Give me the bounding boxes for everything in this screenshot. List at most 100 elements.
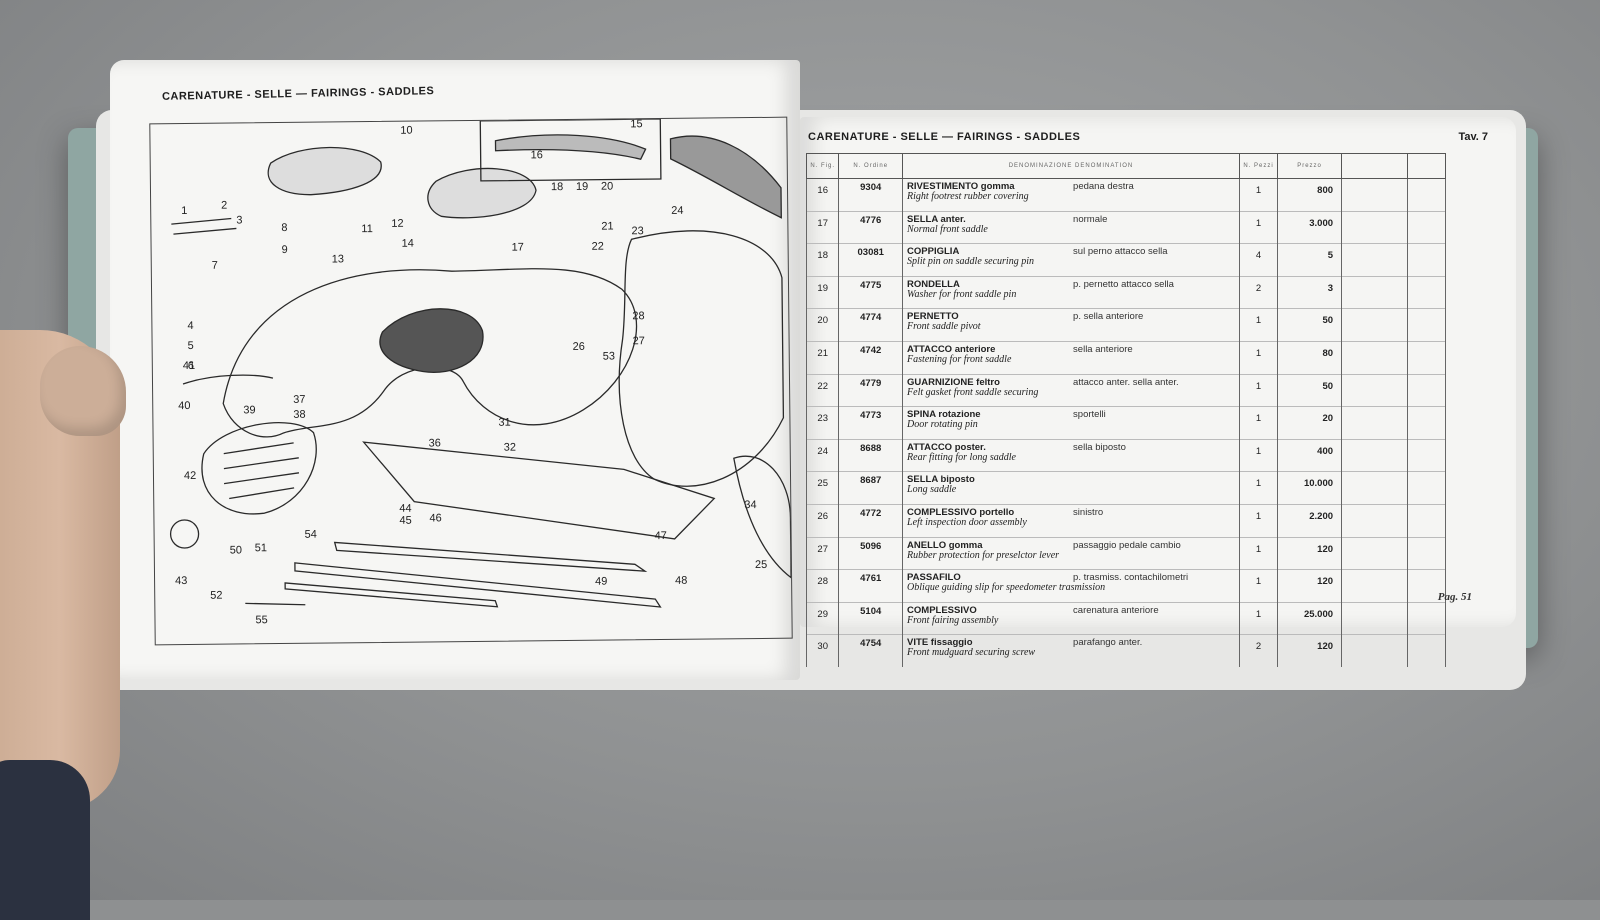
row-price: 5 xyxy=(1277,243,1343,277)
svg-text:45: 45 xyxy=(399,515,411,527)
row-italian-name: COMPLESSIVO portello xyxy=(907,506,1015,518)
body-opening xyxy=(379,308,484,373)
row-blank-2 xyxy=(1407,471,1446,505)
svg-text:40: 40 xyxy=(178,400,190,412)
row-italian-name: SELLA anter. xyxy=(907,213,966,225)
row-blank-2 xyxy=(1407,569,1446,603)
row-qty: 1 xyxy=(1238,569,1279,603)
floor-panel xyxy=(362,441,716,540)
row-price: 50 xyxy=(1277,308,1343,342)
row-blank-1 xyxy=(1341,308,1409,342)
row-code: 5096 xyxy=(838,536,904,570)
row-blank-2 xyxy=(1407,438,1446,472)
svg-text:38: 38 xyxy=(293,409,305,421)
row-blank-2 xyxy=(1407,406,1446,440)
row-note: pedana destra xyxy=(1073,181,1134,192)
row-blank-2 xyxy=(1407,243,1446,277)
row-english-name: Fastening for front saddle xyxy=(907,353,1012,365)
header-fig: N. Fig. xyxy=(805,153,840,179)
row-english-name: Door rotating pin xyxy=(907,419,978,431)
row-code: 4761 xyxy=(838,569,904,603)
svg-text:41: 41 xyxy=(183,360,195,372)
row-qty: 1 xyxy=(1238,308,1279,342)
svg-text:31: 31 xyxy=(498,417,510,429)
row-price: 10.000 xyxy=(1277,471,1343,505)
row-note: parafango anter. xyxy=(1073,637,1143,649)
row-blank-2 xyxy=(1407,178,1446,212)
row-fig: 21 xyxy=(805,340,840,375)
right-page: CARENATURE - SELLE — FAIRINGS - SADDLES … xyxy=(800,117,1516,667)
row-fig: 16 xyxy=(805,178,840,212)
svg-text:17: 17 xyxy=(512,241,524,253)
bolt-55 xyxy=(245,602,306,606)
svg-text:25: 25 xyxy=(755,559,767,571)
small-part-43 xyxy=(169,519,200,549)
svg-text:12: 12 xyxy=(391,218,403,230)
svg-text:3: 3 xyxy=(236,214,242,226)
running-board-strip-2 xyxy=(294,562,662,608)
row-italian-name: VITE fissaggio xyxy=(907,637,973,649)
page-number: Pag. 51 xyxy=(1437,591,1472,603)
row-italian-name: SELLA biposto xyxy=(907,474,975,486)
rear-saddle xyxy=(427,167,537,219)
svg-text:44: 44 xyxy=(399,503,411,515)
header-blank-2 xyxy=(1407,153,1446,179)
row-blank-2 xyxy=(1407,601,1446,635)
row-italian-name: PASSAFILO xyxy=(907,572,961,584)
row-blank-2 xyxy=(1407,308,1446,342)
row-fig: 17 xyxy=(805,210,840,244)
row-price: 400 xyxy=(1277,438,1343,472)
row-fig: 18 xyxy=(805,243,840,277)
svg-text:54: 54 xyxy=(305,529,317,541)
row-price: 80 xyxy=(1277,340,1343,375)
row-italian-name: ATTACCO anteriore xyxy=(907,343,996,355)
row-english-name: Normal front saddle xyxy=(907,223,988,235)
row-fig: 24 xyxy=(805,438,840,472)
row-blank-1 xyxy=(1341,275,1409,309)
row-qty: 1 xyxy=(1238,178,1279,212)
svg-text:46: 46 xyxy=(429,512,441,524)
row-note: carenatura anteriore xyxy=(1073,604,1159,616)
row-code: 4754 xyxy=(838,634,904,667)
svg-text:32: 32 xyxy=(504,442,516,454)
front-mudguard xyxy=(733,455,792,579)
header-blank-1 xyxy=(1341,153,1409,179)
row-qty: 1 xyxy=(1238,601,1279,635)
row-qty: 2 xyxy=(1238,275,1279,309)
row-blank-2 xyxy=(1407,210,1446,244)
row-english-name: Front mudguard securing screw xyxy=(907,647,1036,659)
svg-text:43: 43 xyxy=(175,575,187,587)
row-price: 3 xyxy=(1277,275,1343,309)
parts-table: N. Fig. N. Ordine DENOMINAZIONE DENOMINA… xyxy=(805,153,1446,667)
svg-text:8: 8 xyxy=(281,222,287,234)
svg-text:4: 4 xyxy=(187,320,193,332)
side-grille-panel xyxy=(201,421,317,515)
diagram-linework xyxy=(169,118,792,608)
row-code: 4779 xyxy=(838,373,904,407)
svg-text:10: 10 xyxy=(400,125,412,137)
row-blank-2 xyxy=(1407,503,1446,538)
svg-text:36: 36 xyxy=(429,437,441,449)
svg-text:7: 7 xyxy=(212,260,218,272)
row-english-name: Right footrest rubber covering xyxy=(907,191,1029,202)
svg-text:22: 22 xyxy=(592,241,604,253)
row-english-name: Front saddle pivot xyxy=(907,321,981,333)
svg-text:51: 51 xyxy=(255,542,267,554)
row-english-name: Split pin on saddle securing pin xyxy=(907,256,1034,268)
row-english-name: Oblique guiding slip for speedometer tra… xyxy=(907,582,1106,594)
